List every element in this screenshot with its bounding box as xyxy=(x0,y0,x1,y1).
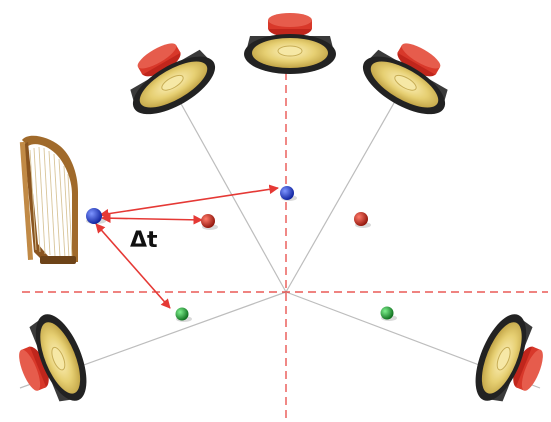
red-dot-right xyxy=(354,212,368,226)
delta-t-label: Δt xyxy=(130,228,158,253)
arrow-to-red-left xyxy=(101,213,203,225)
green-dot-right xyxy=(380,306,394,320)
red-dot-left xyxy=(201,214,215,228)
blue-dot-source xyxy=(86,208,102,224)
speaker-icon xyxy=(113,26,225,127)
arrow-to-green-left xyxy=(95,223,171,309)
arrow-to-front-center xyxy=(99,184,279,219)
guide-line-front-left xyxy=(164,74,287,293)
arrows xyxy=(95,184,279,309)
speaker-icon xyxy=(243,12,337,75)
speaker-icon xyxy=(5,306,98,417)
green-dot-left xyxy=(175,307,189,321)
guide-lines xyxy=(19,74,541,389)
harp-icon xyxy=(19,135,78,264)
guide-line-front-right xyxy=(285,74,411,293)
speaker-icon xyxy=(464,306,551,417)
blue-dot-center xyxy=(280,186,294,200)
dots xyxy=(86,186,397,322)
center-axes xyxy=(22,72,548,420)
speaker-icon xyxy=(353,26,465,127)
